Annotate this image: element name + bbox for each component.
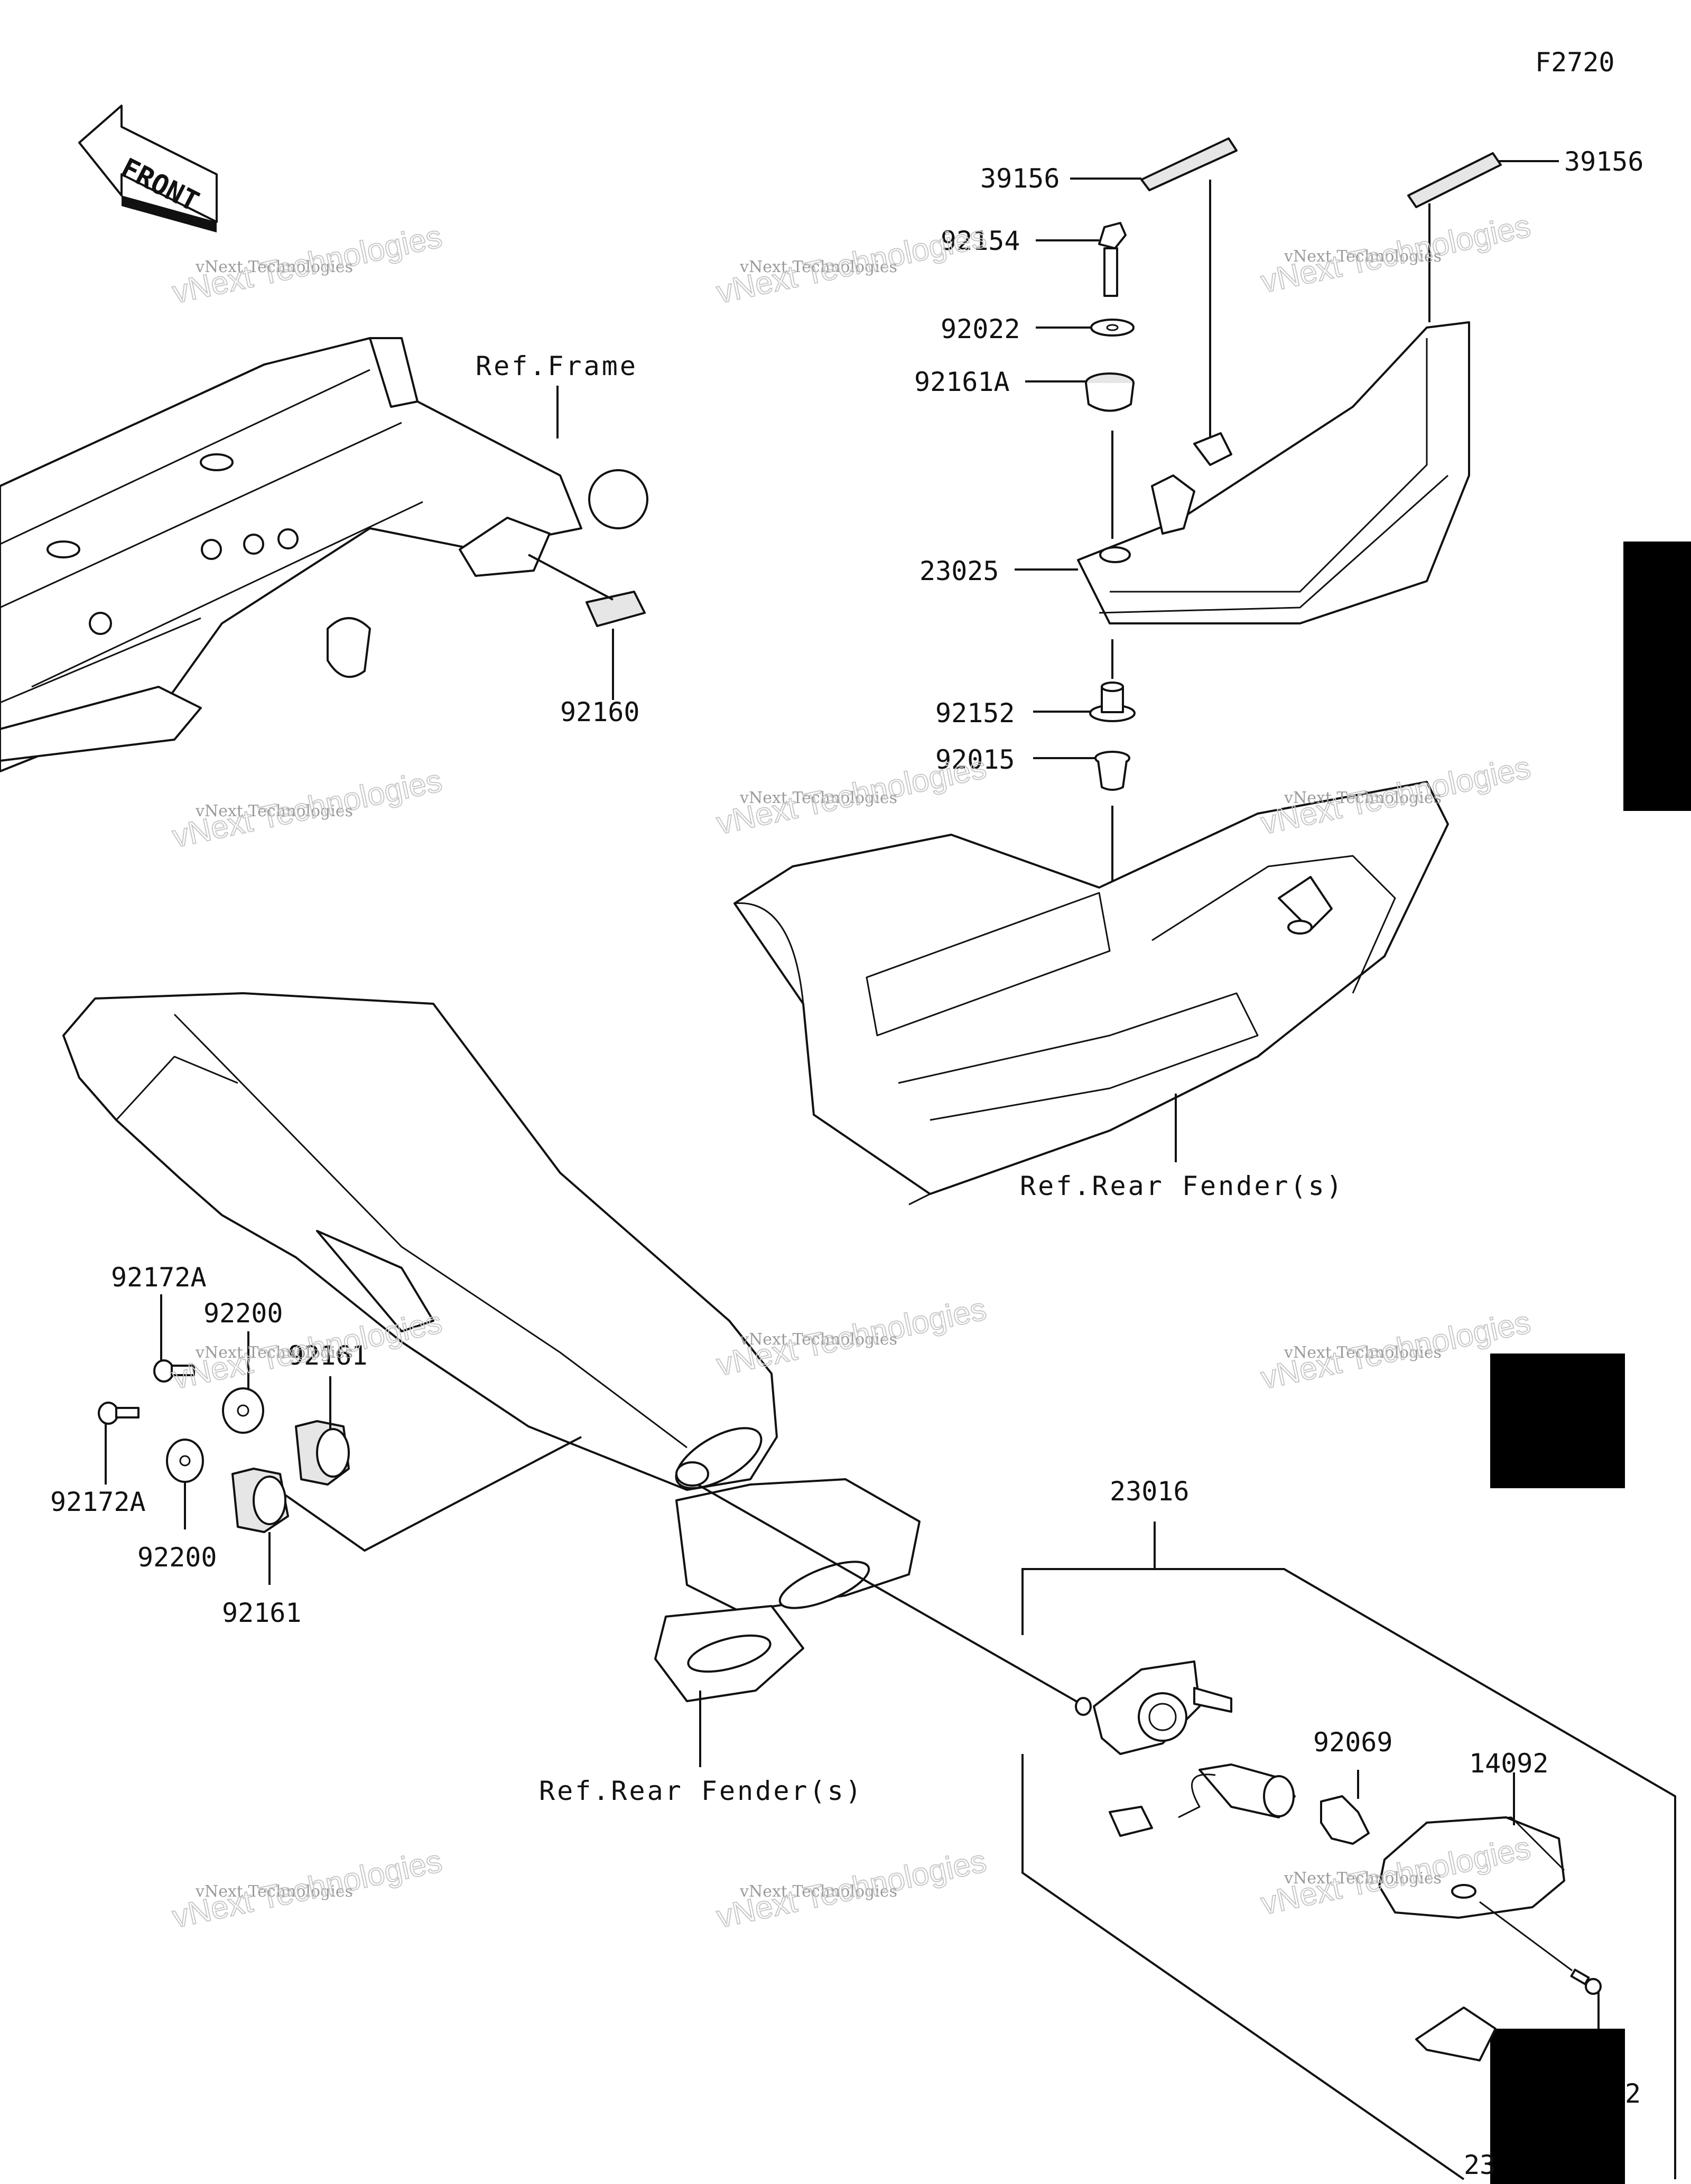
screw-lens [1570, 1968, 1602, 1995]
ref-frame-label: Ref.Frame [476, 351, 638, 381]
label-sticker-39156-left [1140, 137, 1238, 191]
label-sticker-39156-right [1407, 152, 1502, 208]
ref-rear-fender-bottom-label: Ref.Rear Fender(s) [539, 1776, 863, 1806]
watermark-text: vNext Technologies [195, 1882, 353, 1901]
washer-92200-bottom [166, 1439, 204, 1483]
label-partial-2: 2 [1625, 2078, 1641, 2109]
bolt-92154 [1098, 222, 1127, 297]
label-92200-top: 92200 [203, 1298, 283, 1329]
pad-92160 [586, 591, 646, 627]
washer-92200-top [222, 1387, 264, 1434]
label-92022: 92022 [941, 314, 1020, 344]
label-92161-bottom: 92161 [222, 1598, 302, 1628]
label-92200-bottom: 92200 [137, 1542, 217, 1573]
label-92172A-top: 92172A [111, 1262, 207, 1293]
grommet-92161-top [295, 1420, 350, 1486]
label-partial-23: 23 [1464, 2150, 1495, 2180]
washer-92022 [1090, 319, 1135, 337]
watermark-text: vNext Technologies [1284, 1343, 1442, 1362]
collar-92152 [1089, 682, 1136, 722]
signal-base-drawing [1075, 1660, 1296, 1837]
watermark-text: vNext Technologies [1284, 1869, 1442, 1888]
label-14092: 14092 [1469, 1748, 1549, 1779]
tail-light-23025 [1077, 321, 1470, 624]
label-92015: 92015 [935, 744, 1015, 775]
label-23016: 23016 [1110, 1476, 1190, 1507]
watermark-text: vNext Technologies [739, 258, 897, 276]
section-tab-bottom [1490, 2029, 1625, 2184]
watermark-text: vNext Technologies [195, 258, 353, 276]
screw-92172A-top [153, 1359, 195, 1383]
watermark-text: vNext Technologies [1284, 247, 1442, 266]
assembly-bracket-outline [1021, 1568, 1676, 2179]
grommet-92161-bottom [231, 1468, 289, 1533]
label-39156-left: 39156 [980, 163, 1060, 194]
section-tab-middle [1490, 1354, 1625, 1488]
label-92152: 92152 [935, 698, 1015, 729]
screw-92172A-bottom [98, 1402, 140, 1425]
watermark-text: vNext Technologies [195, 802, 353, 820]
lens-14092 [1378, 1816, 1565, 1919]
nut-92015 [1094, 751, 1130, 791]
reflector [1415, 2006, 1497, 2061]
section-tab-top [1623, 542, 1691, 811]
label-92160: 92160 [560, 697, 640, 727]
figure-code: F2720 [1535, 47, 1615, 78]
front-arrow-icon: FRONT [78, 105, 218, 232]
rear-fender-top-drawing [733, 781, 1449, 1206]
grommet-92161A [1085, 372, 1135, 412]
label-23025: 23025 [919, 556, 999, 586]
watermark-text: vNext Technologies [195, 1343, 353, 1362]
watermark-text: vNext Technologies [1284, 789, 1442, 807]
label-92172A-bottom: 92172A [50, 1487, 146, 1517]
label-92154: 92154 [941, 226, 1020, 256]
label-92161-top: 92161 [288, 1340, 368, 1371]
watermark-text: vNext Technologies [739, 1330, 897, 1349]
label-92161A: 92161A [914, 367, 1010, 397]
label-92069: 92069 [1313, 1727, 1393, 1758]
watermark-text: vNext Technologies [739, 1882, 897, 1901]
signal-bracket-drawing [62, 992, 921, 1702]
watermark-text: vNext Technologies [739, 789, 897, 807]
ref-rear-fender-top-label: Ref.Rear Fender(s) [1020, 1171, 1344, 1201]
frame-drawing [0, 337, 648, 772]
label-39156-right: 39156 [1564, 146, 1644, 177]
bulb-92069 [1320, 1795, 1370, 1845]
